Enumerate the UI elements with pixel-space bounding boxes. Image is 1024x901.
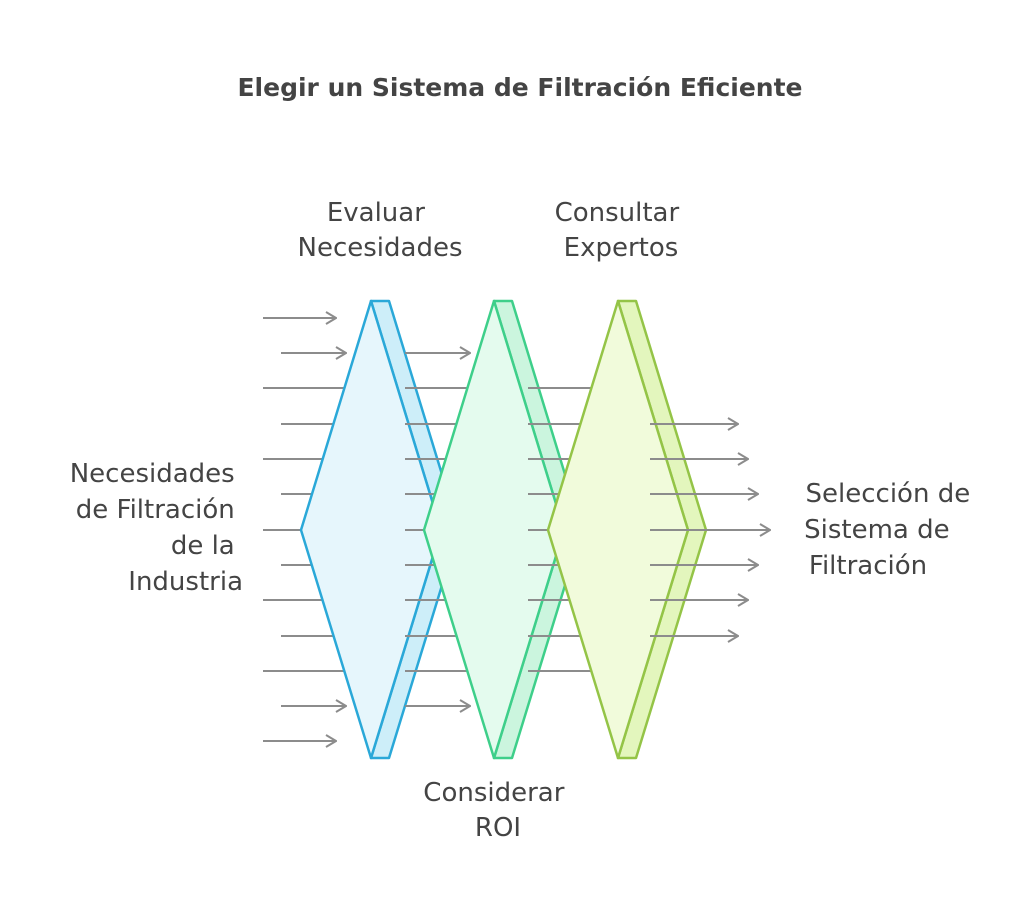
filter-1-label-line-1: Evaluar: [327, 198, 425, 228]
filter-front-face: [546, 299, 690, 760]
filter-3-label-line-1: Consultar: [555, 198, 680, 228]
filter-1-label-line-2: Necesidades: [298, 233, 463, 263]
input-label: Necesidades de Filtración de la Industri…: [70, 459, 243, 597]
output-label-line-2: Sistema de: [804, 515, 950, 545]
filter-front-face: [422, 299, 566, 760]
input-label-line-1: Necesidades: [70, 459, 235, 489]
filter-1-label: Evaluar Necesidades: [298, 198, 463, 263]
filter-2-label: Considerar ROI: [423, 778, 572, 843]
input-label-line-3: de la: [171, 531, 235, 561]
filter-3-label-line-2: Expertos: [564, 233, 679, 263]
filter-front-face: [299, 299, 443, 760]
output-label-line-1: Selección de: [806, 479, 971, 509]
output-label: Selección de Sistema de Filtración: [804, 479, 978, 581]
filter-2-label-line-2: ROI: [475, 813, 521, 843]
input-label-line-4: Industria: [128, 567, 243, 597]
diagram-title: Elegir un Sistema de Filtración Eficient…: [237, 73, 802, 102]
output-label-line-3: Filtración: [809, 551, 927, 581]
output-arrows: [650, 424, 770, 636]
input-label-line-2: de Filtración: [76, 495, 235, 525]
filter-3-label: Consultar Expertos: [555, 198, 688, 263]
filter-2-label-line-1: Considerar: [423, 778, 564, 808]
